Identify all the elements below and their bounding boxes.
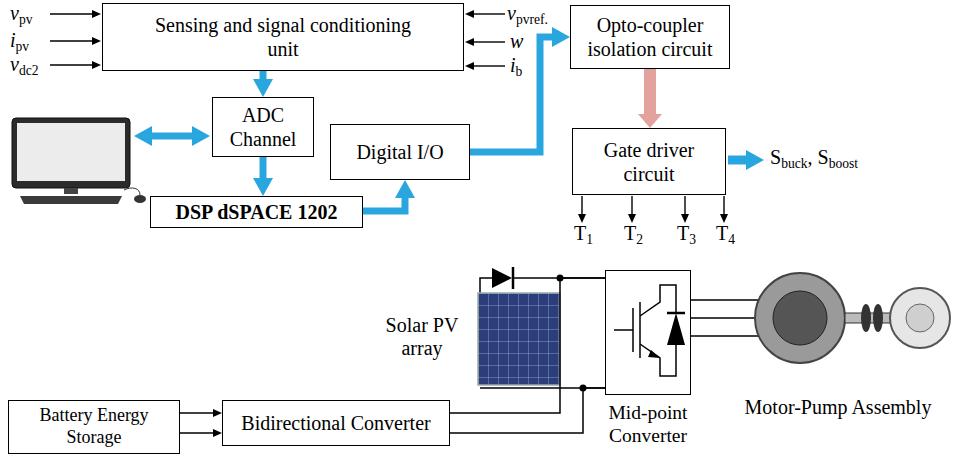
- storage-box: Battery Energy Storage: [8, 400, 180, 454]
- part-name: Motor-Pump Assembly: [728, 396, 948, 419]
- diode-symbol: [667, 313, 685, 345]
- process-box: Digital I/O: [330, 124, 470, 180]
- pump-hub: [906, 304, 934, 332]
- box-label: Sensing and signal conditioning unit: [148, 13, 418, 61]
- connector: [260, 157, 267, 178]
- connector: [644, 69, 656, 114]
- switch-signal-name: Sbuck, Sboost: [770, 146, 858, 172]
- computer-icon: [12, 118, 146, 204]
- process-box: Opto-coupler isolation circuit: [570, 5, 730, 69]
- gate-signal-name: T4: [716, 222, 735, 248]
- connector: [180, 432, 213, 434]
- part-name: Solar PV array: [372, 314, 472, 360]
- gate-signal-line: [582, 196, 724, 214]
- gate-signal-name: T3: [677, 222, 696, 248]
- connector: [363, 198, 405, 211]
- gate-signal-name: T1: [574, 222, 593, 248]
- process-box: Gate driver circuit: [572, 128, 726, 195]
- diode-symbol: [492, 268, 512, 288]
- connector: [450, 388, 605, 433]
- box-label: Opto-coupler isolation circuit: [575, 13, 725, 61]
- data-link-arrow: [152, 133, 192, 140]
- connector: [450, 278, 605, 413]
- process-box: Sensing and signal conditioning unit: [102, 3, 464, 71]
- gate-signal-name: T2: [624, 222, 643, 248]
- coupling: [873, 304, 883, 332]
- box-label: Bidirectional Converter: [241, 411, 430, 435]
- signal-name: vpvref.: [507, 2, 548, 28]
- signal-name: vpv: [10, 2, 32, 28]
- process-box: ADC Channel: [212, 97, 314, 157]
- signal-name: vdc2: [10, 53, 39, 79]
- coupling: [861, 304, 871, 332]
- box-label: Gate driver circuit: [589, 138, 709, 186]
- box-label: Mid-point Converter: [592, 401, 704, 448]
- box-label: Battery Energy Storage: [19, 405, 169, 448]
- pv-panel: [478, 293, 560, 385]
- pump: [890, 288, 950, 348]
- emitter-arrow: [648, 350, 660, 358]
- processor-box: DSP dSPACE 1202: [150, 196, 363, 228]
- connector: [180, 412, 213, 414]
- signal-name: ipv: [10, 29, 29, 55]
- motor: [755, 273, 845, 363]
- box-label: DSP dSPACE 1202: [176, 200, 338, 224]
- box-label: ADC Channel: [217, 103, 309, 151]
- converter-box: Bidirectional Converter: [222, 400, 450, 446]
- converter-outline: [605, 270, 691, 395]
- diode-bar: [512, 267, 515, 289]
- motor-rotor: [773, 291, 827, 345]
- converter-box: Mid-point Converter: [592, 270, 704, 448]
- phase-wire: [690, 300, 762, 336]
- signal-name: w: [510, 30, 523, 53]
- connector: [470, 37, 552, 152]
- connector: [260, 71, 267, 79]
- switch-signal-arrow: [728, 156, 746, 165]
- igbt-symbol: [614, 285, 685, 376]
- signal-name: ib: [510, 54, 522, 80]
- box-label: Digital I/O: [356, 140, 443, 164]
